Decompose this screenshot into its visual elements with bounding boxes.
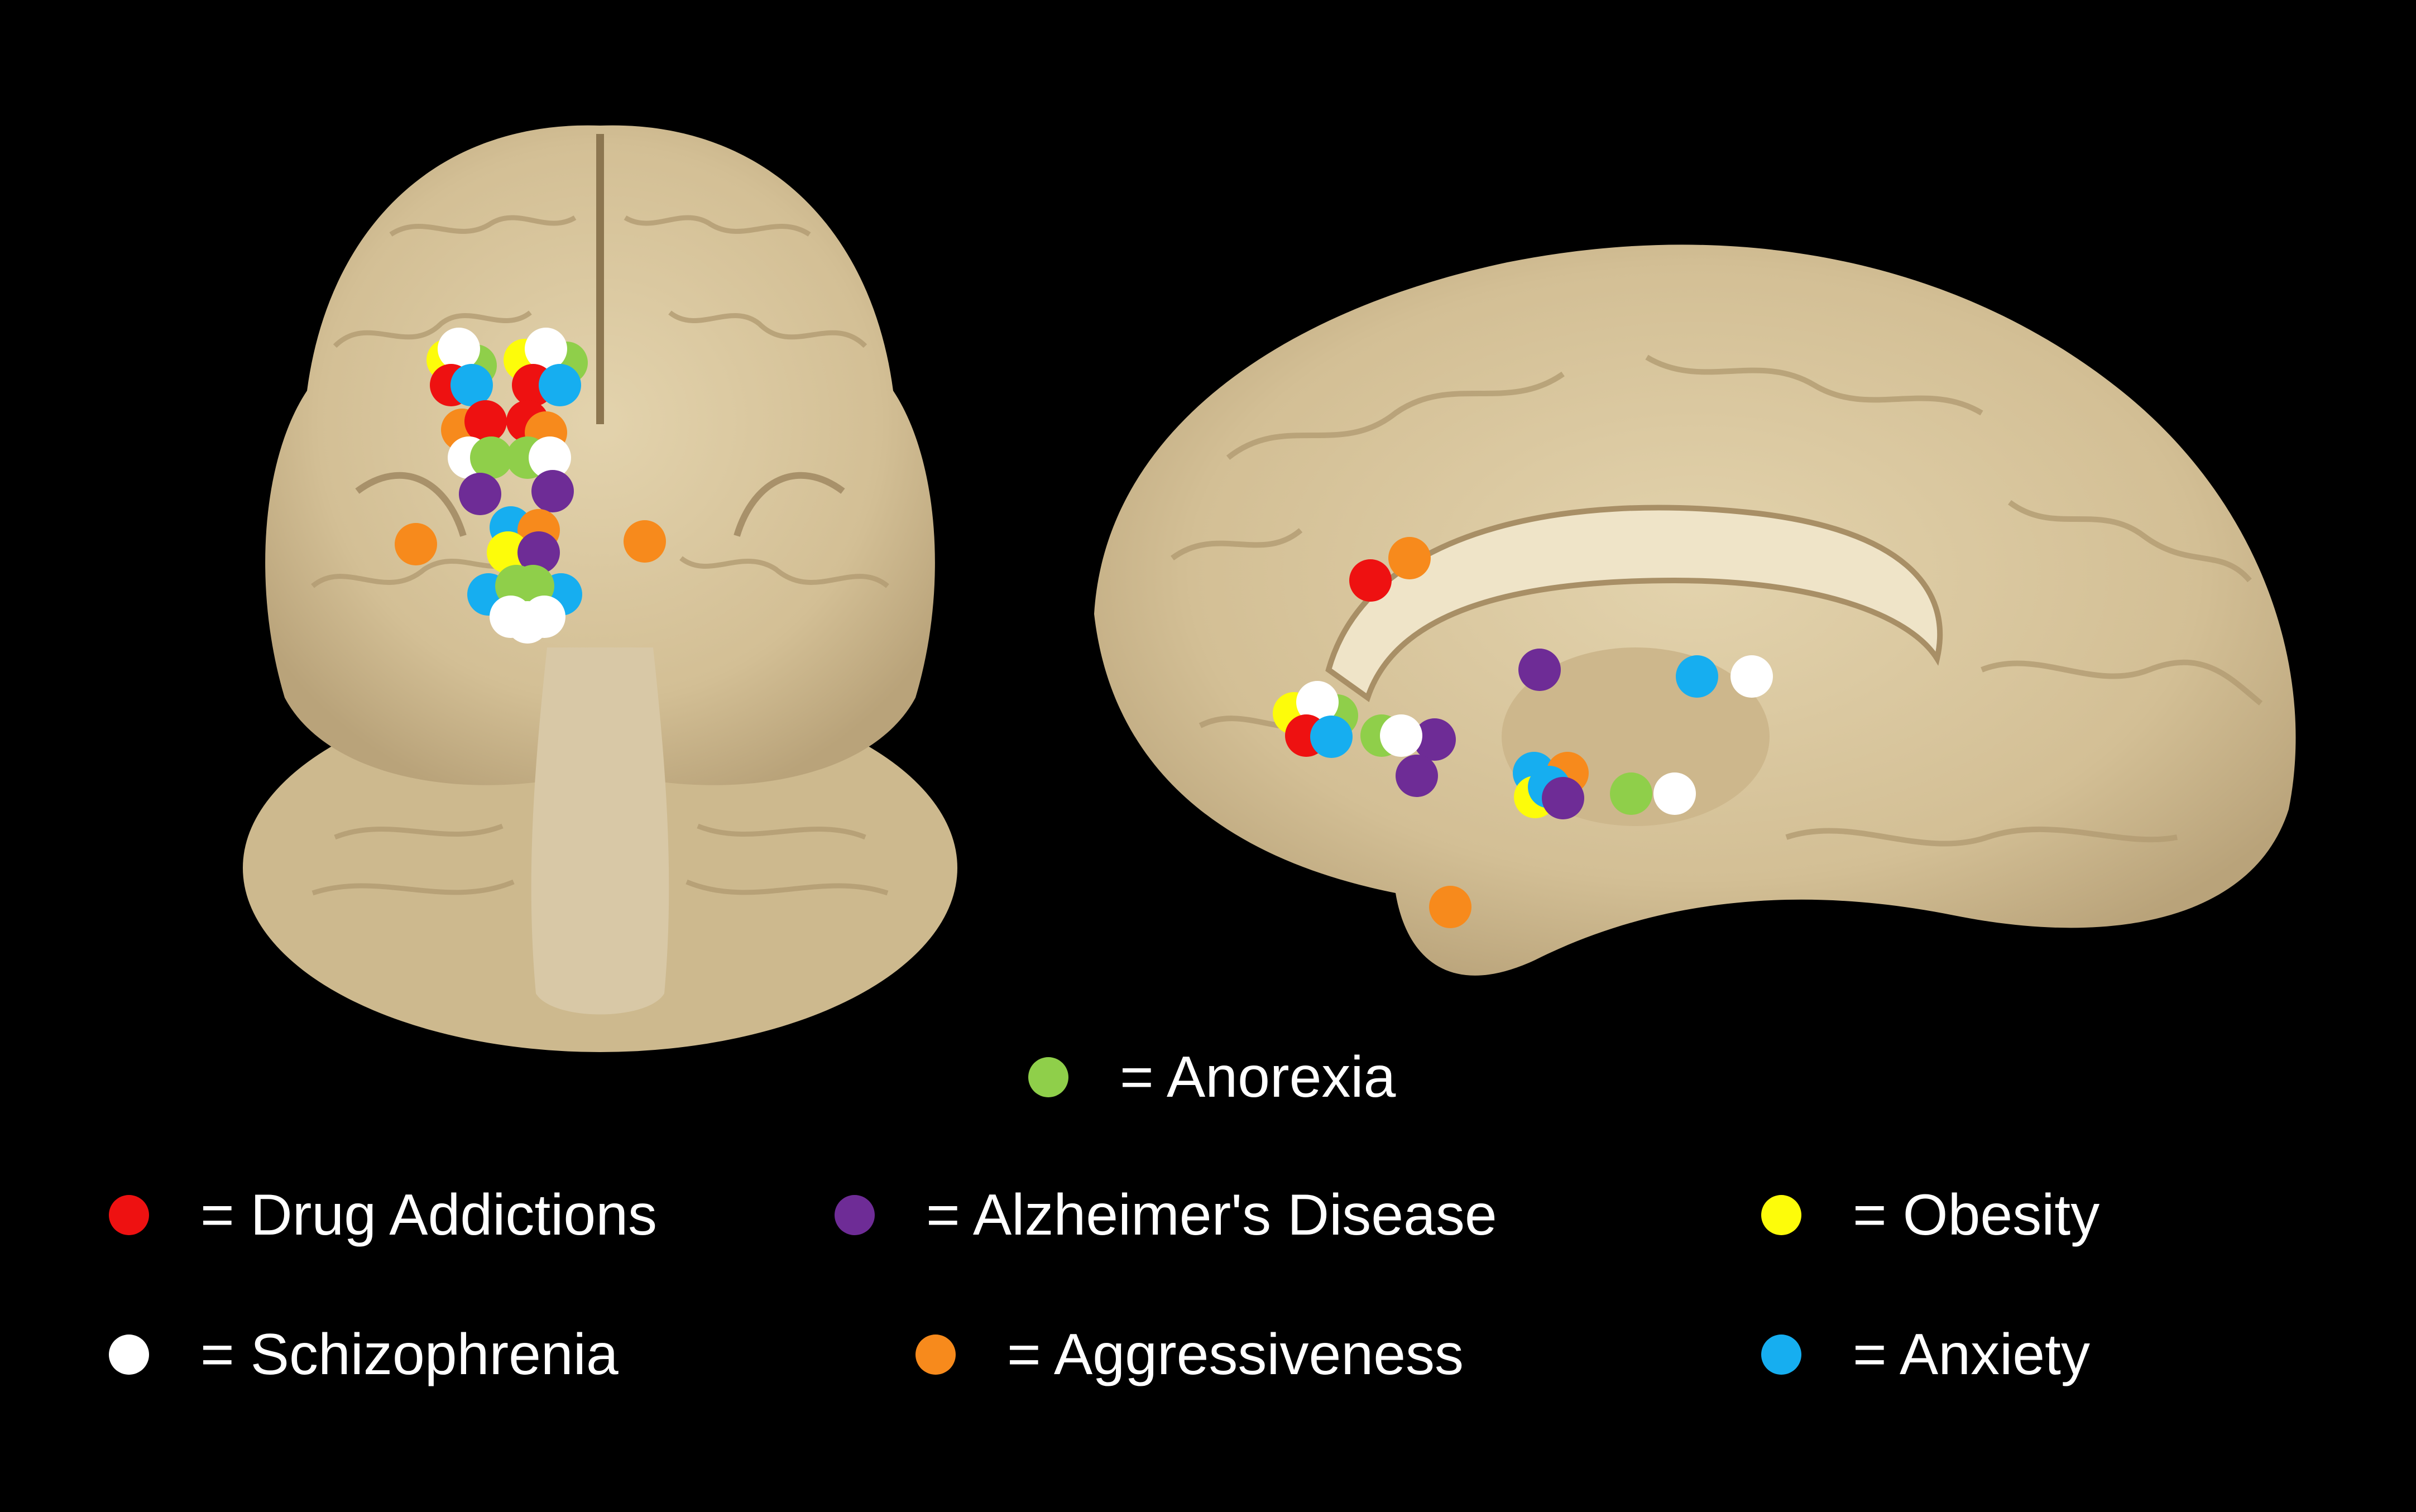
legend-swatch-alzheimers [835,1195,875,1235]
marker-alzheimers [517,531,560,574]
legend-alzheimers: = Alzheimer's Disease [835,1179,1497,1251]
legend-aggressiveness: = Aggressiveness [915,1318,1464,1391]
marker-aggression [1429,886,1471,928]
marker-drug [1349,559,1392,602]
legend-label-anorexia: = Anorexia [1120,1045,1396,1110]
marker-aggression [395,523,437,565]
legend-swatch-anorexia [1028,1057,1068,1097]
medial-brain-view [1094,244,2296,976]
ventral-markers [395,328,666,644]
marker-schizophrenia [525,328,567,370]
brainstem [531,647,669,1015]
marker-alzheimers [459,473,501,515]
marker-schizophrenia [438,328,480,370]
marker-alzheimers [1413,718,1456,761]
legend-label-anxiety: = Anxiety [1853,1322,2090,1387]
legend-obesity: = Obesity [1761,1179,2099,1251]
legend-swatch-drug-addictions [109,1195,149,1235]
ventral-gyri [311,215,889,896]
temporal-sulcus-left [355,472,467,537]
marker-schizophrenia [529,436,571,479]
marker-schizophrenia [1730,655,1773,698]
legend-anorexia: = Anorexia [1028,1041,1396,1113]
legend-label-aggressiveness: = Aggressiveness [1007,1322,1464,1387]
legend-anxiety: = Anxiety [1761,1318,2090,1391]
marker-anxiety [450,364,493,406]
marker-alzheimers [1518,649,1561,691]
marker-anorexia [1610,772,1652,815]
cerebrum-medial [1094,244,2296,976]
legend-swatch-aggressiveness [915,1335,956,1375]
marker-alzheimers [1542,777,1584,819]
legend-swatch-schizophrenia [109,1335,149,1375]
legend-drug-addictions: = Drug Addictions [109,1179,657,1251]
ventral-brain-view [243,125,957,1052]
marker-drug [464,400,507,443]
marker-anxiety [1310,716,1353,758]
legend-label-alzheimers: = Alzheimer's Disease [926,1183,1497,1247]
legend-label-drug-addictions: = Drug Addictions [200,1183,658,1247]
legend-label-schizophrenia: = Schizophrenia [200,1322,619,1387]
marker-aggression [624,520,666,563]
marker-alzheimers [1396,755,1438,797]
marker-anxiety [539,364,581,406]
marker-schizophrenia [1296,681,1339,723]
marker-schizophrenia [1653,772,1696,815]
marker-schizophrenia [1380,714,1422,757]
marker-anxiety [1676,655,1718,698]
legend-swatch-obesity [1761,1195,1801,1235]
corpus-callosum [1325,505,1943,702]
marker-schizophrenia [506,601,549,644]
legend-schizophrenia: = Schizophrenia [109,1318,619,1391]
marker-aggression [1388,537,1431,579]
cerebrum-ventral [265,125,935,785]
marker-obesity [487,531,529,574]
medial-gyri [1171,354,2263,847]
marker-anorexia [470,436,512,479]
legend-label-obesity: = Obesity [1853,1183,2100,1247]
temporal-sulcus-right [734,472,845,537]
marker-alzheimers [531,470,574,512]
legend-swatch-anxiety [1761,1335,1801,1375]
medial-markers [1273,537,1773,928]
